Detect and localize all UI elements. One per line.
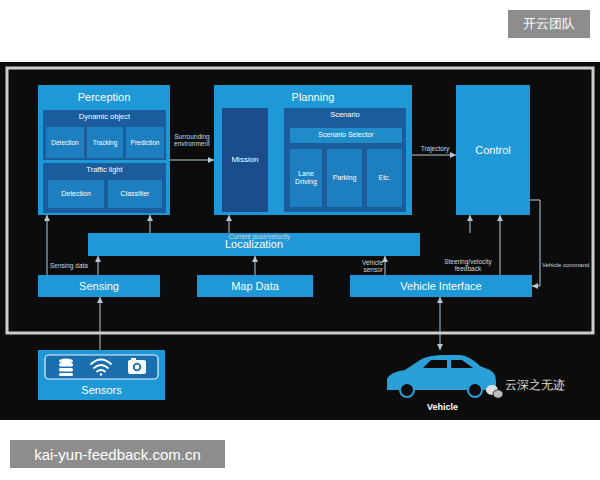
- car-wheel: [468, 383, 482, 397]
- node-title: Scenario: [284, 111, 406, 120]
- node-title: Sensing: [79, 280, 119, 293]
- edge-label: Vehicle command: [542, 262, 592, 269]
- edge-label: Surrounding environment: [171, 133, 213, 148]
- flow-arrow: [500, 215, 501, 275]
- process-box: Parking: [327, 149, 362, 207]
- flow-arrow: [47, 215, 48, 275]
- node-title: Classifier: [121, 190, 150, 198]
- process-box: Prediction: [126, 127, 164, 158]
- node-title: Vehicle Interface: [400, 280, 481, 293]
- process-box: Detection: [46, 127, 84, 158]
- process-box: Etc.: [367, 149, 402, 207]
- node-title: Perception: [38, 91, 170, 104]
- edge-label: Vehicle sensor: [355, 259, 383, 274]
- node-title: Parking: [333, 174, 357, 182]
- process-box: Lane Driving: [290, 149, 322, 207]
- selector-bar: Scenario Selector: [290, 128, 402, 143]
- flow-arrow: [170, 160, 214, 161]
- car-body: [387, 355, 496, 390]
- module-bar: Map Data: [197, 275, 313, 297]
- node-title: Traffic light: [43, 166, 166, 175]
- flow-arrow: [150, 215, 151, 233]
- car-wheel: [400, 383, 414, 397]
- flow-arrow: [530, 200, 540, 286]
- edge-label: Current pose/velocity: [229, 233, 289, 240]
- edge-label: Steering/velocity feedback: [438, 258, 498, 273]
- node-title: Map Data: [231, 280, 279, 293]
- node-title: Detection: [51, 139, 78, 146]
- node-title: Prediction: [131, 139, 160, 146]
- process-box: Classifier: [108, 180, 162, 208]
- node-title: Etc.: [378, 174, 390, 182]
- group-box: ScenarioScenario SelectorLane Driving Par…: [284, 108, 406, 212]
- module-bar: Vehicle Interface: [350, 275, 532, 297]
- flow-arrow: [440, 297, 441, 350]
- module-box: Control: [456, 85, 530, 215]
- flow-arrow: [470, 215, 471, 233]
- edge-label: Sensing data: [50, 262, 96, 269]
- node-title: Localization: [225, 238, 283, 251]
- car-window: [451, 360, 473, 368]
- node-title: Planning: [214, 91, 412, 104]
- flow-arrow: [229, 215, 230, 233]
- process-box: Tracking: [87, 127, 123, 158]
- module-box: PerceptionDynamic objectDetection Trackin…: [38, 85, 170, 215]
- flow-arrow: [100, 297, 101, 350]
- process-box: Mission: [222, 108, 268, 212]
- group-box: Dynamic objectDetection Tracking Predictio…: [43, 110, 166, 160]
- node-title: Control: [475, 144, 510, 157]
- vehicle-node: Vehicle: [385, 350, 500, 412]
- node-title: Detection: [61, 190, 91, 198]
- flow-arrow: [98, 256, 99, 275]
- system-border: [7, 68, 593, 333]
- group-box: Traffic lightDetection Classifier: [43, 163, 166, 213]
- node-title: Scenario Selector: [318, 131, 373, 139]
- flow-arrow: [385, 256, 386, 275]
- node-title: Dynamic object: [43, 113, 166, 122]
- edge-label: Trajectory: [414, 145, 456, 152]
- sensor-box: Sensors: [38, 350, 165, 400]
- watermark-url: kai-yun-feedback.com.cn: [10, 440, 225, 468]
- module-bar: Sensing: [38, 275, 160, 297]
- module-box: PlanningMission ScenarioScenario Selector…: [214, 85, 412, 215]
- watermark-badge: 开云团队: [508, 10, 590, 38]
- node-title: Mission: [231, 155, 258, 164]
- flow-arrow: [255, 256, 256, 275]
- node-title: Sensors: [81, 384, 121, 397]
- node-title: Lane Driving: [291, 170, 321, 186]
- car-window: [423, 360, 447, 368]
- process-box: Detection: [48, 180, 104, 208]
- node-title: Tracking: [93, 139, 118, 146]
- flow-arrow: [412, 155, 456, 156]
- node-title: Vehicle: [427, 402, 458, 412]
- watermark-text: 云深之无迹: [505, 377, 595, 393]
